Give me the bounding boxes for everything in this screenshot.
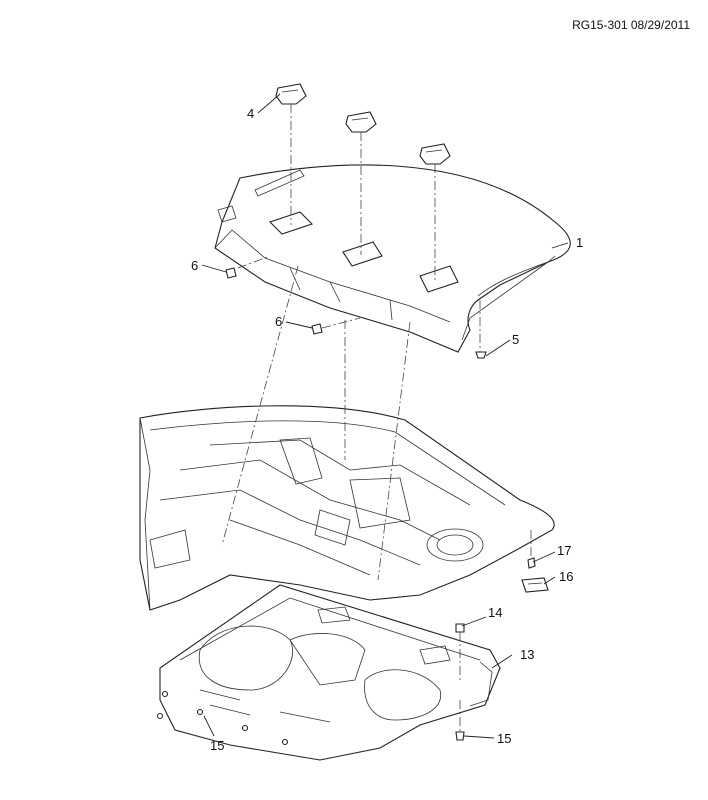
bracket-16 [521, 530, 549, 593]
retainer-clips [275, 83, 451, 165]
callout-5: 5 [512, 332, 519, 347]
alignment-lines-middle [221, 265, 411, 581]
rear-floor-insulator [159, 584, 501, 761]
callout-14: 14 [488, 605, 502, 620]
fasteners-upper [225, 267, 487, 359]
callout-16: 16 [559, 569, 573, 584]
callout-15-right: 15 [497, 731, 511, 746]
leader-lines [201, 93, 569, 739]
alignment-lines-upper [237, 104, 481, 352]
fasteners-lower [156, 623, 465, 746]
callout-6-upper: 6 [191, 258, 198, 273]
callout-13: 13 [520, 647, 534, 662]
rear-body-structure [139, 405, 555, 611]
rear-shelf-trim-panel [214, 164, 571, 353]
callout-15-left: 15 [210, 738, 224, 753]
callout-17: 17 [557, 543, 571, 558]
callout-6-lower: 6 [275, 314, 282, 329]
drawing-reference: RG15-301 08/29/2011 [572, 18, 690, 32]
callout-4: 4 [247, 106, 254, 121]
callout-1: 1 [576, 235, 583, 250]
